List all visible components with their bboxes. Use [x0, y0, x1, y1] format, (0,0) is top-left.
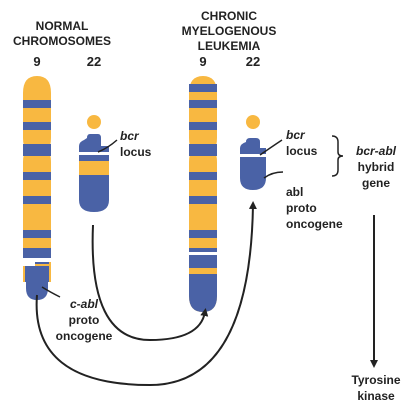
cml-heading-line1: CHRONIC	[201, 9, 257, 23]
bcr-cml-pointer	[259, 139, 283, 156]
cml-heading-line3: LEUKEMIA	[198, 39, 261, 53]
abl-cml-oncogene-label: oncogene	[286, 217, 343, 231]
abl-cml-pointer	[263, 171, 284, 179]
hybrid-gene-hybrid-label: hybrid	[358, 160, 395, 174]
bcr-normal-pointer	[97, 139, 118, 153]
cml-heading-line2: MYELOGENOUS	[182, 24, 277, 38]
cml-chromosome-22-philadelphia	[240, 115, 266, 190]
normal-chromosome-9	[23, 76, 51, 300]
normal-chr9-number: 9	[33, 54, 40, 69]
bcr-cml-locus-label: locus	[286, 144, 318, 158]
tyrosine-kinase-label-line2: kinase	[357, 389, 395, 403]
hybrid-gene-label: bcr-abl	[356, 144, 397, 158]
bcr-normal-label: bcr	[120, 129, 140, 143]
cabl-label: c-abl	[70, 297, 99, 311]
translocation-arrow-22-to-9	[91, 224, 209, 342]
cabl-pointer	[41, 286, 61, 298]
normal-heading-line2: CHROMOSOMES	[13, 34, 111, 48]
tyrosine-kinase-label-line1: Tyrosine	[351, 373, 400, 387]
abl-cml-label: abl	[286, 185, 303, 199]
cabl-oncogene-label: oncogene	[56, 329, 113, 343]
cml-chr22-number: 22	[246, 54, 260, 69]
normal-chr22-number: 22	[87, 54, 101, 69]
normal-heading-line1: NORMAL	[36, 19, 89, 33]
hybrid-bracket	[331, 135, 344, 177]
hybrid-gene-gene-label: gene	[362, 176, 390, 190]
cml-chr9-number: 9	[199, 54, 206, 69]
translocation-arrow-9-to-22	[35, 201, 257, 387]
cabl-proto-label: proto	[69, 313, 100, 327]
bcr-cml-label: bcr	[286, 128, 306, 142]
cml-chromosome-9	[189, 76, 217, 312]
abl-cml-proto-label: proto	[286, 201, 317, 215]
bcr-normal-locus-label: locus	[120, 145, 152, 159]
normal-chromosome-22	[79, 115, 109, 212]
